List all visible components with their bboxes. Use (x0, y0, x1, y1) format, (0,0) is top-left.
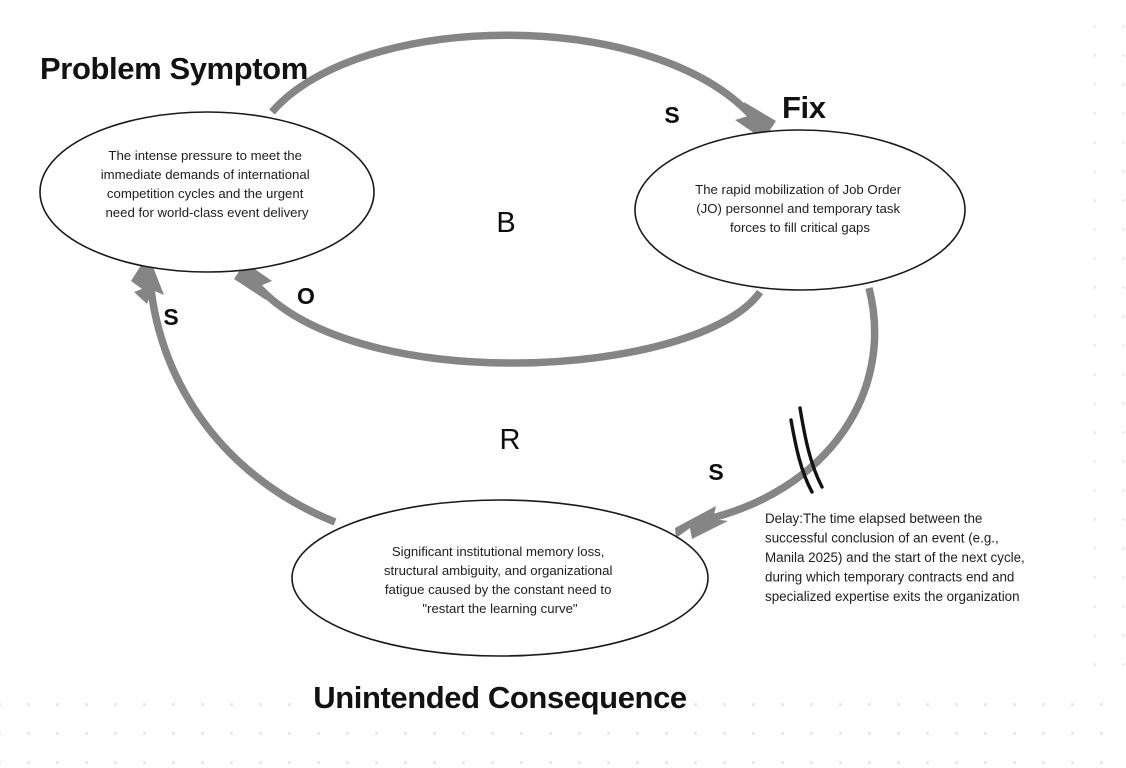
link-fix-to-consequence-polarity: S (708, 459, 723, 485)
node-problem-symptom-text: The intense pressure to meet the immedia… (101, 148, 314, 220)
link-consequence-to-symptom-path (146, 279, 337, 526)
link-fix-to-symptom-polarity: O (297, 283, 315, 309)
link-fix-to-consequence-arrowhead (675, 506, 728, 539)
link-symptom-to-fix[interactable]: S (269, 31, 784, 146)
delay-note-text: Delay:The time elapsed between the succe… (765, 511, 1029, 604)
link-symptom-to-fix-polarity: S (664, 102, 679, 128)
node-fix-shape (634, 129, 966, 291)
node-unintended-consequence-shape (291, 499, 709, 657)
node-unintended-consequence[interactable]: Significant institutional memory loss, s… (291, 499, 709, 715)
delay-marker-icon (789, 406, 824, 494)
node-unintended-consequence-text: Significant institutional memory loss, s… (384, 544, 616, 616)
link-fix-to-symptom-path (248, 275, 764, 367)
link-fix-to-symptom[interactable]: O (226, 256, 764, 367)
heading-problem-symptom: Problem Symptom (40, 51, 308, 86)
heading-fix: Fix (782, 90, 827, 125)
heading-unintended-consequence: Unintended Consequence (313, 680, 687, 715)
node-fix-text: The rapid mobilization of Job Order (JO)… (695, 182, 905, 235)
link-consequence-to-symptom-arrowhead (131, 254, 164, 304)
node-problem-symptom[interactable]: Problem Symptom The intense pressure to … (39, 51, 375, 273)
link-consequence-to-symptom-polarity: S (163, 304, 178, 330)
link-symptom-to-fix-path (269, 31, 760, 125)
loop-label-balancing: B (496, 207, 515, 239)
loop-label-reinforcing: R (500, 424, 521, 456)
link-fix-to-consequence[interactable]: S (675, 287, 879, 539)
node-problem-symptom-shape (39, 111, 375, 273)
link-consequence-to-symptom[interactable]: S (131, 254, 337, 526)
link-fix-to-consequence-path (699, 287, 879, 525)
node-fix[interactable]: Fix The rapid mobilization of Job Order … (634, 90, 966, 291)
